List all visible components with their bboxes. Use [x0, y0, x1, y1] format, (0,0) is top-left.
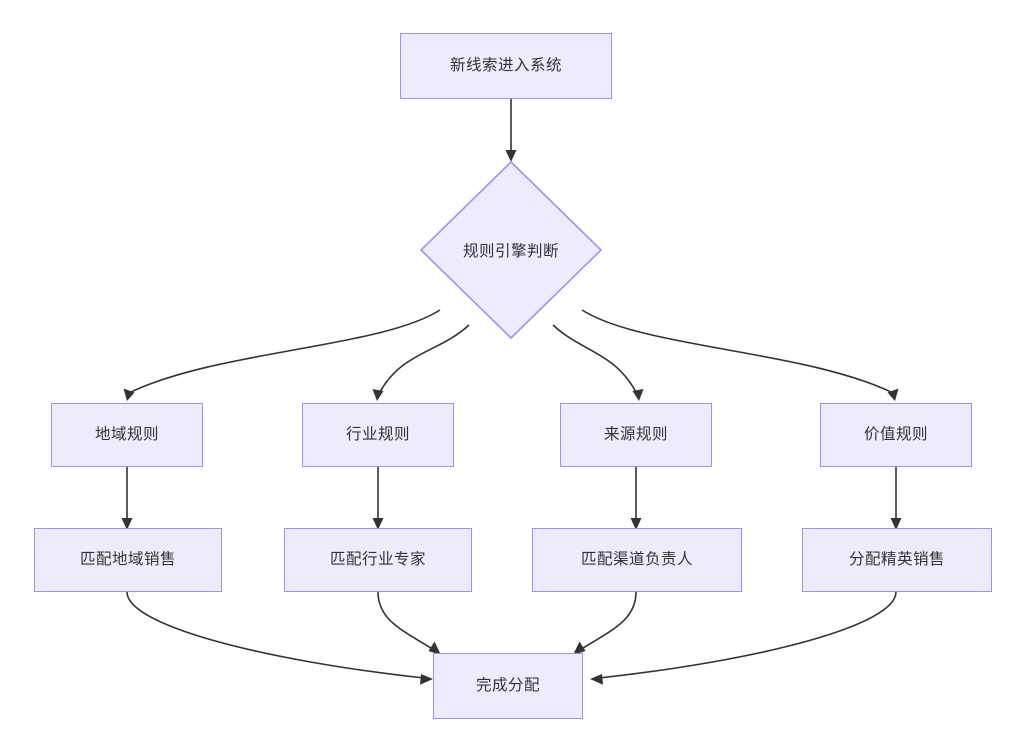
node-label: 分配精英销售 [848, 550, 945, 568]
diamond-shape [419, 160, 603, 340]
node-rule-industry[interactable]: 行业规则 [302, 403, 454, 467]
node-rule-value[interactable]: 价值规则 [820, 403, 972, 467]
node-label: 地域规则 [94, 425, 159, 443]
node-label: 规则引擎判断 [462, 243, 559, 260]
edge-rule-value-to-match [890, 467, 902, 530]
node-assign-elite-sales[interactable]: 分配精英销售 [802, 528, 992, 592]
node-label: 匹配地域销售 [79, 550, 176, 568]
edge-decision-to-rule-value [581, 309, 899, 401]
node-label: 完成分配 [475, 676, 540, 694]
node-label: 新线索进入系统 [449, 56, 562, 74]
node-label: 行业规则 [345, 425, 410, 443]
node-label: 价值规则 [863, 425, 928, 443]
node-label: 匹配行业专家 [329, 550, 426, 568]
edge-rule-industry-to-match [372, 467, 384, 530]
node-new-lead-enters-system[interactable]: 新线索进入系统 [400, 33, 612, 99]
node-rule-engine-decision[interactable]: 规则引擎判断 [419, 160, 603, 340]
node-rule-region[interactable]: 地域规则 [51, 403, 203, 467]
node-match-channel-owner[interactable]: 匹配渠道负责人 [532, 528, 742, 592]
node-label: 匹配渠道负责人 [580, 550, 693, 568]
node-rule-source[interactable]: 来源规则 [560, 403, 712, 467]
edge-decision-to-rule-region [123, 309, 441, 401]
edge-match-elite-to-end [590, 591, 897, 685]
edge-rule-region-to-match [121, 467, 133, 530]
node-assignment-complete[interactable]: 完成分配 [433, 653, 583, 719]
edge-start-to-decision [505, 99, 517, 162]
edge-rule-source-to-match [630, 467, 642, 530]
node-label: 来源规则 [603, 425, 668, 443]
edge-match-industry-to-end [377, 591, 441, 655]
edge-match-channel-to-end [573, 591, 637, 655]
node-match-region-sales[interactable]: 匹配地域销售 [34, 528, 222, 592]
node-match-industry-expert[interactable]: 匹配行业专家 [284, 528, 472, 592]
edge-match-region-to-end [126, 591, 433, 685]
